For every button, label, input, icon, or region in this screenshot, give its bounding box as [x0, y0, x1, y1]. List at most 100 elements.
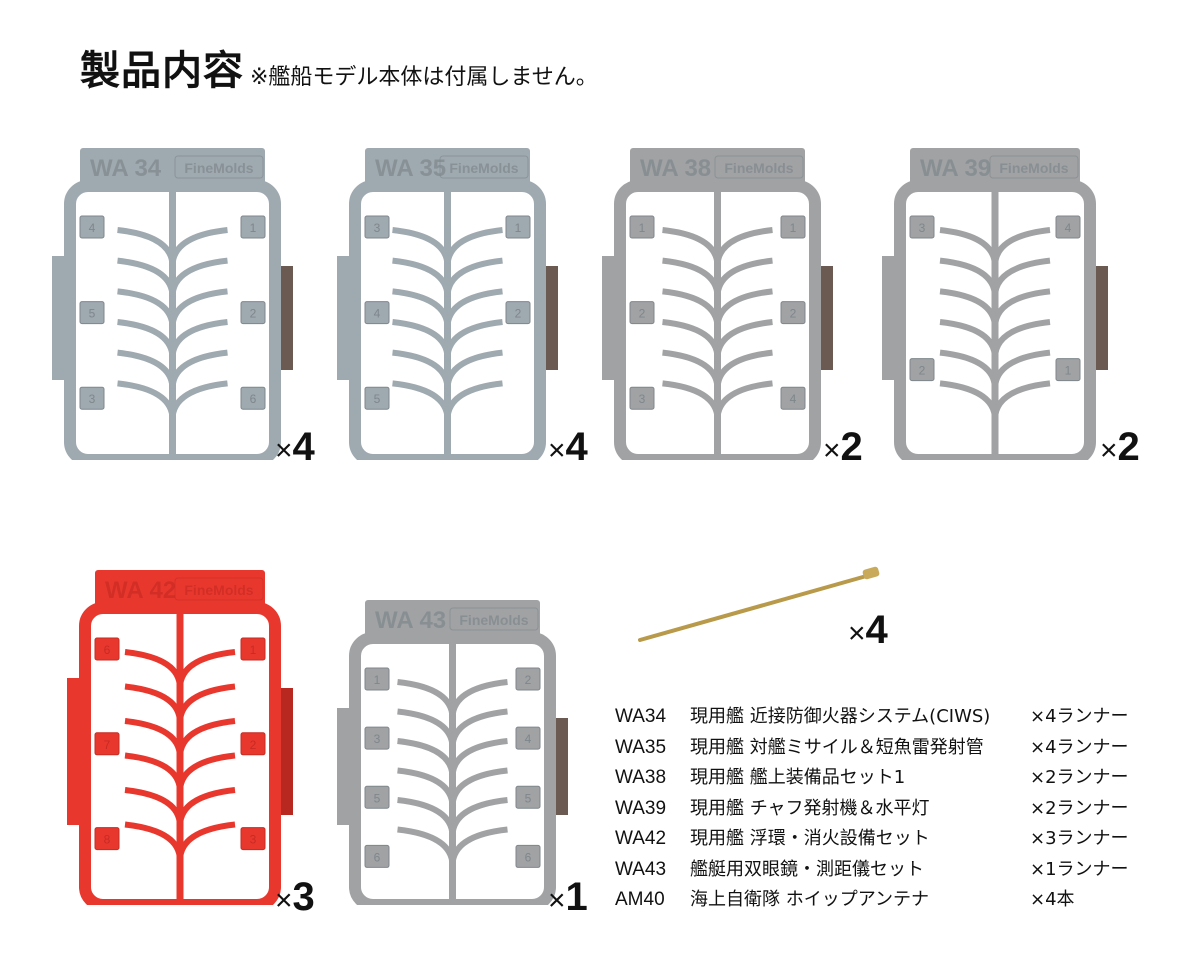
- gate-tab: 2: [780, 301, 806, 325]
- part-code: WA39: [615, 797, 667, 819]
- gate-tab: 3: [364, 726, 390, 750]
- brand-logo: FineMolds: [184, 160, 253, 176]
- brand-logo: FineMolds: [449, 160, 518, 176]
- svg-text:6: 6: [104, 643, 111, 657]
- svg-text:1: 1: [639, 221, 646, 235]
- gate-tab: 3: [629, 386, 655, 410]
- gate-tab: 4: [79, 215, 105, 239]
- svg-text:4: 4: [525, 732, 532, 746]
- gate-tab: 1: [240, 637, 266, 661]
- part-code: WA34: [615, 706, 667, 727]
- gate-tab: 5: [364, 785, 390, 809]
- brand-logo: FineMolds: [184, 582, 253, 598]
- runner-count: ×1: [548, 875, 588, 919]
- svg-text:7: 7: [104, 738, 111, 752]
- part-code: WA43: [615, 858, 667, 880]
- runner-wa38: WA 38 FineMolds 1 1 2 2 3 4: [600, 148, 835, 460]
- gate-tab: 3: [79, 386, 105, 410]
- svg-text:3: 3: [639, 392, 646, 406]
- gate-tab: 1: [364, 667, 390, 691]
- brand-logo: FineMolds: [724, 160, 793, 176]
- part-qty: ×2ランナー: [1030, 767, 1129, 788]
- part-code: WA35: [615, 736, 667, 758]
- runner-code-label: WA 38: [640, 155, 711, 182]
- page-title: 製品内容※艦船モデル本体は付属しません。: [80, 38, 598, 96]
- gate-tab: 1: [629, 215, 655, 239]
- svg-text:3: 3: [374, 221, 381, 235]
- svg-text:1: 1: [250, 221, 257, 235]
- gate-tab: 4: [780, 386, 806, 410]
- part-name: 艦艇用双眼鏡・測距儀セット: [690, 858, 924, 880]
- svg-text:6: 6: [374, 850, 381, 864]
- svg-text:4: 4: [1065, 221, 1072, 235]
- part-code: AM40: [615, 889, 665, 910]
- runner-code-label: WA 39: [920, 155, 991, 182]
- runner-count: ×2: [823, 425, 863, 469]
- gate-tab: 1: [780, 215, 806, 239]
- svg-text:5: 5: [89, 307, 96, 321]
- title-main: 製品内容: [80, 48, 244, 94]
- gate-tab: 5: [515, 785, 541, 809]
- runner-code-label: WA 43: [375, 607, 446, 634]
- part-code: WA38: [615, 767, 667, 788]
- svg-text:2: 2: [919, 364, 926, 378]
- runner-count: ×4: [275, 425, 315, 469]
- svg-text:3: 3: [250, 833, 257, 847]
- runner-code-label: WA 42: [105, 577, 176, 604]
- part-qty: ×3ランナー: [1030, 828, 1129, 849]
- brand-logo: FineMolds: [999, 160, 1068, 176]
- svg-text:2: 2: [250, 738, 257, 752]
- gate-tab: 6: [515, 844, 541, 868]
- gate-tab: 2: [909, 358, 935, 382]
- gate-tab: 2: [240, 732, 266, 756]
- gate-tab: 2: [629, 301, 655, 325]
- gate-tab: 3: [364, 215, 390, 239]
- gate-tab: 7: [94, 732, 120, 756]
- svg-text:5: 5: [525, 791, 532, 805]
- svg-text:3: 3: [919, 221, 926, 235]
- svg-text:4: 4: [89, 221, 96, 235]
- runner-code-label: WA 34: [90, 155, 162, 182]
- gate-tab: 2: [240, 301, 266, 325]
- parts-list-row: WA38 現用艦 艦上装備品セット1 ×2ランナー: [615, 763, 1129, 794]
- runner-count: ×4: [548, 425, 588, 469]
- svg-text:1: 1: [250, 643, 257, 657]
- gate-tab: 3: [240, 827, 266, 851]
- svg-text:2: 2: [250, 307, 257, 321]
- svg-text:3: 3: [374, 732, 381, 746]
- part-name: 現用艦 艦上装備品セット1: [690, 767, 906, 788]
- svg-text:6: 6: [250, 392, 257, 406]
- part-name: 海上自衛隊 ホイップアンテナ: [690, 889, 930, 910]
- svg-text:1: 1: [374, 673, 381, 687]
- svg-text:8: 8: [104, 833, 111, 847]
- runner-code-label: WA 35: [375, 155, 446, 182]
- part-code: WA42: [615, 828, 667, 849]
- svg-text:1: 1: [790, 221, 797, 235]
- svg-text:4: 4: [790, 392, 797, 406]
- part-name: 現用艦 近接防御火器システム(CIWS): [690, 706, 991, 727]
- gate-tab: 4: [515, 726, 541, 750]
- runner-count: ×2: [1100, 425, 1140, 469]
- parts-list-row: AM40 海上自衛隊 ホイップアンテナ ×4本: [615, 885, 1129, 916]
- gate-tab: 6: [364, 844, 390, 868]
- svg-text:5: 5: [374, 791, 381, 805]
- part-qty: ×4ランナー: [1030, 736, 1129, 758]
- gate-tab: 1: [240, 215, 266, 239]
- gate-tab: 6: [94, 637, 120, 661]
- antenna-image: [635, 565, 895, 659]
- part-qty: ×4本: [1030, 889, 1075, 910]
- svg-text:2: 2: [639, 307, 646, 321]
- gate-tab: 5: [364, 386, 390, 410]
- gate-tab: 4: [364, 301, 390, 325]
- gate-tab: 3: [909, 215, 935, 239]
- gate-tab: 2: [505, 301, 531, 325]
- runner-wa42: WA 42 FineMolds 6 1 7 2 8 3: [65, 570, 295, 905]
